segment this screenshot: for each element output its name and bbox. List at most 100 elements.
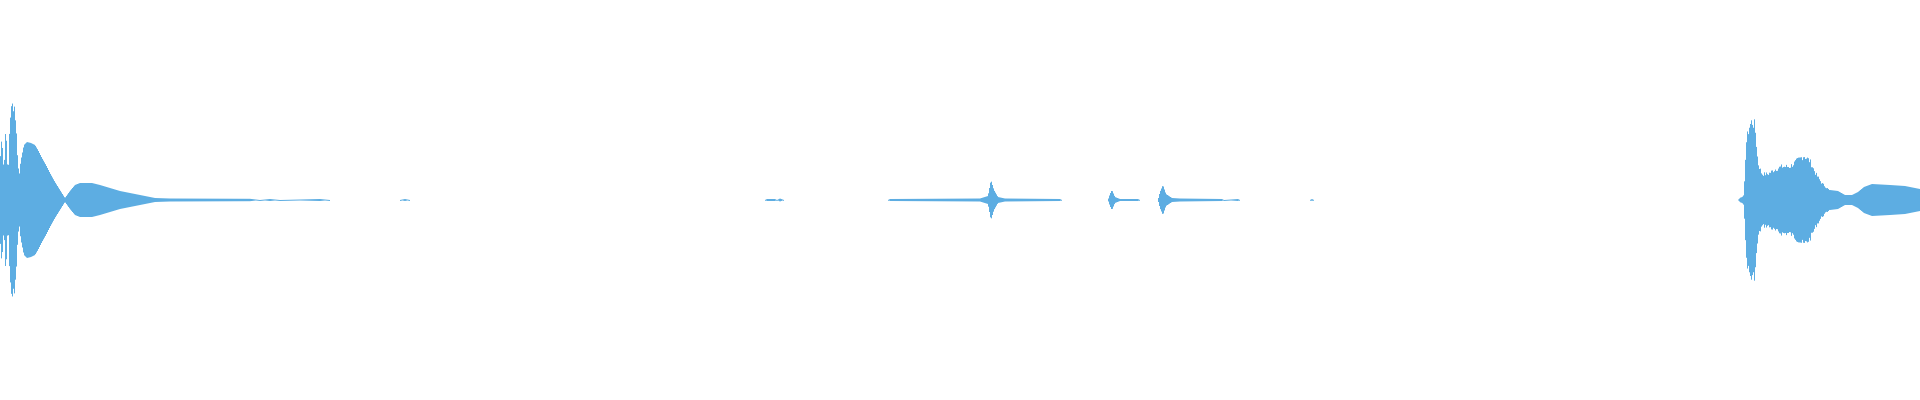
waveform-sample-bar	[1783, 167, 1784, 233]
waveform-sample-bar	[178, 198, 179, 202]
waveform-sample-bar	[127, 192, 128, 208]
waveform-sample-bar	[90, 183, 91, 217]
waveform-sample-bar	[1895, 185, 1896, 215]
waveform-sample-bar	[1036, 198, 1037, 202]
waveform-sample-bar	[1190, 198, 1191, 202]
waveform-sample-bar	[227, 198, 228, 202]
waveform-sample-bar	[1013, 198, 1014, 202]
waveform-sample-bar	[1891, 185, 1892, 215]
waveform-sample-bar	[1865, 186, 1866, 214]
waveform-sample-bar	[299, 199, 300, 201]
waveform-sample-bar	[1188, 198, 1189, 202]
waveform-sample-bar	[1916, 188, 1917, 212]
waveform-sample-bar	[114, 189, 115, 211]
waveform-sample-bar	[933, 198, 934, 202]
waveform-sample-bar	[1005, 198, 1006, 202]
waveform-sample-bar	[966, 198, 967, 202]
waveform-sample-bar	[314, 199, 315, 201]
waveform-sample-bar	[45, 164, 46, 236]
waveform-sample-bar	[145, 196, 146, 204]
waveform-sample-bar	[71, 189, 72, 211]
waveform-sample-bar	[313, 199, 314, 201]
waveform-sample-bar	[1173, 198, 1174, 202]
waveform-sample-bar	[1, 141, 2, 259]
waveform-sample-bar	[1205, 198, 1206, 202]
waveform-sample-bar	[975, 198, 976, 202]
waveform-sample-bar	[285, 199, 286, 201]
waveform-sample-bar	[261, 199, 262, 201]
waveform-sample-bar	[288, 199, 289, 201]
waveform-sample-bar	[220, 198, 221, 202]
waveform-sample-bar	[1227, 199, 1228, 201]
waveform-sample-bar	[1009, 198, 1010, 202]
waveform-sample-bar	[931, 198, 932, 202]
waveform-sample-bar	[33, 144, 34, 256]
waveform-sample-bar	[1761, 173, 1762, 227]
waveform-sample-bar	[1780, 166, 1781, 234]
waveform-sample-bar	[198, 198, 199, 202]
waveform-sample-bar	[1819, 179, 1820, 221]
waveform-sample-bar	[765, 199, 766, 201]
waveform-sample-bar	[154, 197, 155, 203]
waveform-sample-bar	[165, 198, 166, 202]
waveform-bars	[0, 103, 1920, 297]
waveform-sample-bar	[1752, 124, 1753, 276]
waveform-sample-bar	[1739, 198, 1740, 202]
waveform-sample-bar	[893, 198, 894, 202]
waveform-sample-bar	[920, 198, 921, 202]
waveform-sample-bar	[1123, 199, 1124, 201]
waveform-sample-bar	[896, 198, 897, 202]
waveform-sample-bar	[1230, 199, 1231, 201]
waveform-sample-bar	[326, 199, 327, 201]
waveform-sample-bar	[41, 157, 42, 243]
waveform-sample-bar	[175, 198, 176, 202]
waveform-sample-bar	[18, 168, 19, 232]
waveform-sample-bar	[962, 198, 963, 202]
waveform-sample-bar	[243, 198, 244, 202]
waveform-sample-bar	[54, 181, 55, 219]
waveform-sample-bar	[771, 199, 772, 201]
waveform-sample-bar	[950, 198, 951, 202]
waveform-sample-bar	[1886, 184, 1887, 216]
waveform-sample-bar	[119, 190, 120, 210]
waveform-sample-bar	[971, 198, 972, 202]
waveform-sample-bar	[905, 198, 906, 202]
waveform-sample-bar	[87, 183, 88, 217]
waveform-sample-bar	[1233, 199, 1234, 201]
waveform-sample-bar	[49, 172, 50, 228]
waveform-sample-bar	[304, 199, 305, 201]
waveform-sample-bar	[961, 198, 962, 202]
waveform-sample-bar	[1108, 198, 1109, 202]
waveform-sample-bar	[1875, 184, 1876, 216]
waveform-sample-bar	[1166, 194, 1167, 206]
waveform-sample-bar	[1839, 191, 1840, 209]
waveform-sample-bar	[1898, 185, 1899, 215]
waveform-sample-bar	[7, 164, 8, 236]
waveform-sample-bar	[1828, 189, 1829, 211]
waveform-sample-bar	[1738, 199, 1739, 201]
waveform-sample-bar	[963, 198, 964, 202]
waveform-sample-bar	[1900, 185, 1901, 215]
waveform-sample-bar	[1805, 158, 1806, 242]
waveform-sample-bar	[1870, 184, 1871, 216]
waveform-sample-bar	[1225, 199, 1226, 201]
waveform-sample-bar	[112, 188, 113, 212]
waveform-sample-bar	[126, 192, 127, 208]
waveform-sample-bar	[84, 183, 85, 217]
waveform-sample-bar	[196, 198, 197, 202]
waveform-sample-bar	[1859, 190, 1860, 210]
waveform-sample-bar	[267, 199, 268, 201]
waveform-sample-bar	[1168, 195, 1169, 205]
waveform-sample-bar	[234, 198, 235, 202]
waveform-sample-bar	[17, 155, 18, 245]
waveform-sample-bar	[957, 198, 958, 202]
waveform-sample-bar	[287, 199, 288, 201]
waveform-sample-bar	[964, 198, 965, 202]
waveform-sample-bar	[233, 198, 234, 202]
waveform-sample-bar	[1221, 198, 1222, 202]
waveform-sample-bar	[328, 199, 329, 201]
waveform-sample-bar	[770, 199, 771, 201]
waveform-sample-bar	[1187, 198, 1188, 202]
waveform-sample-bar	[1035, 198, 1036, 202]
waveform-sample-bar	[294, 199, 295, 201]
